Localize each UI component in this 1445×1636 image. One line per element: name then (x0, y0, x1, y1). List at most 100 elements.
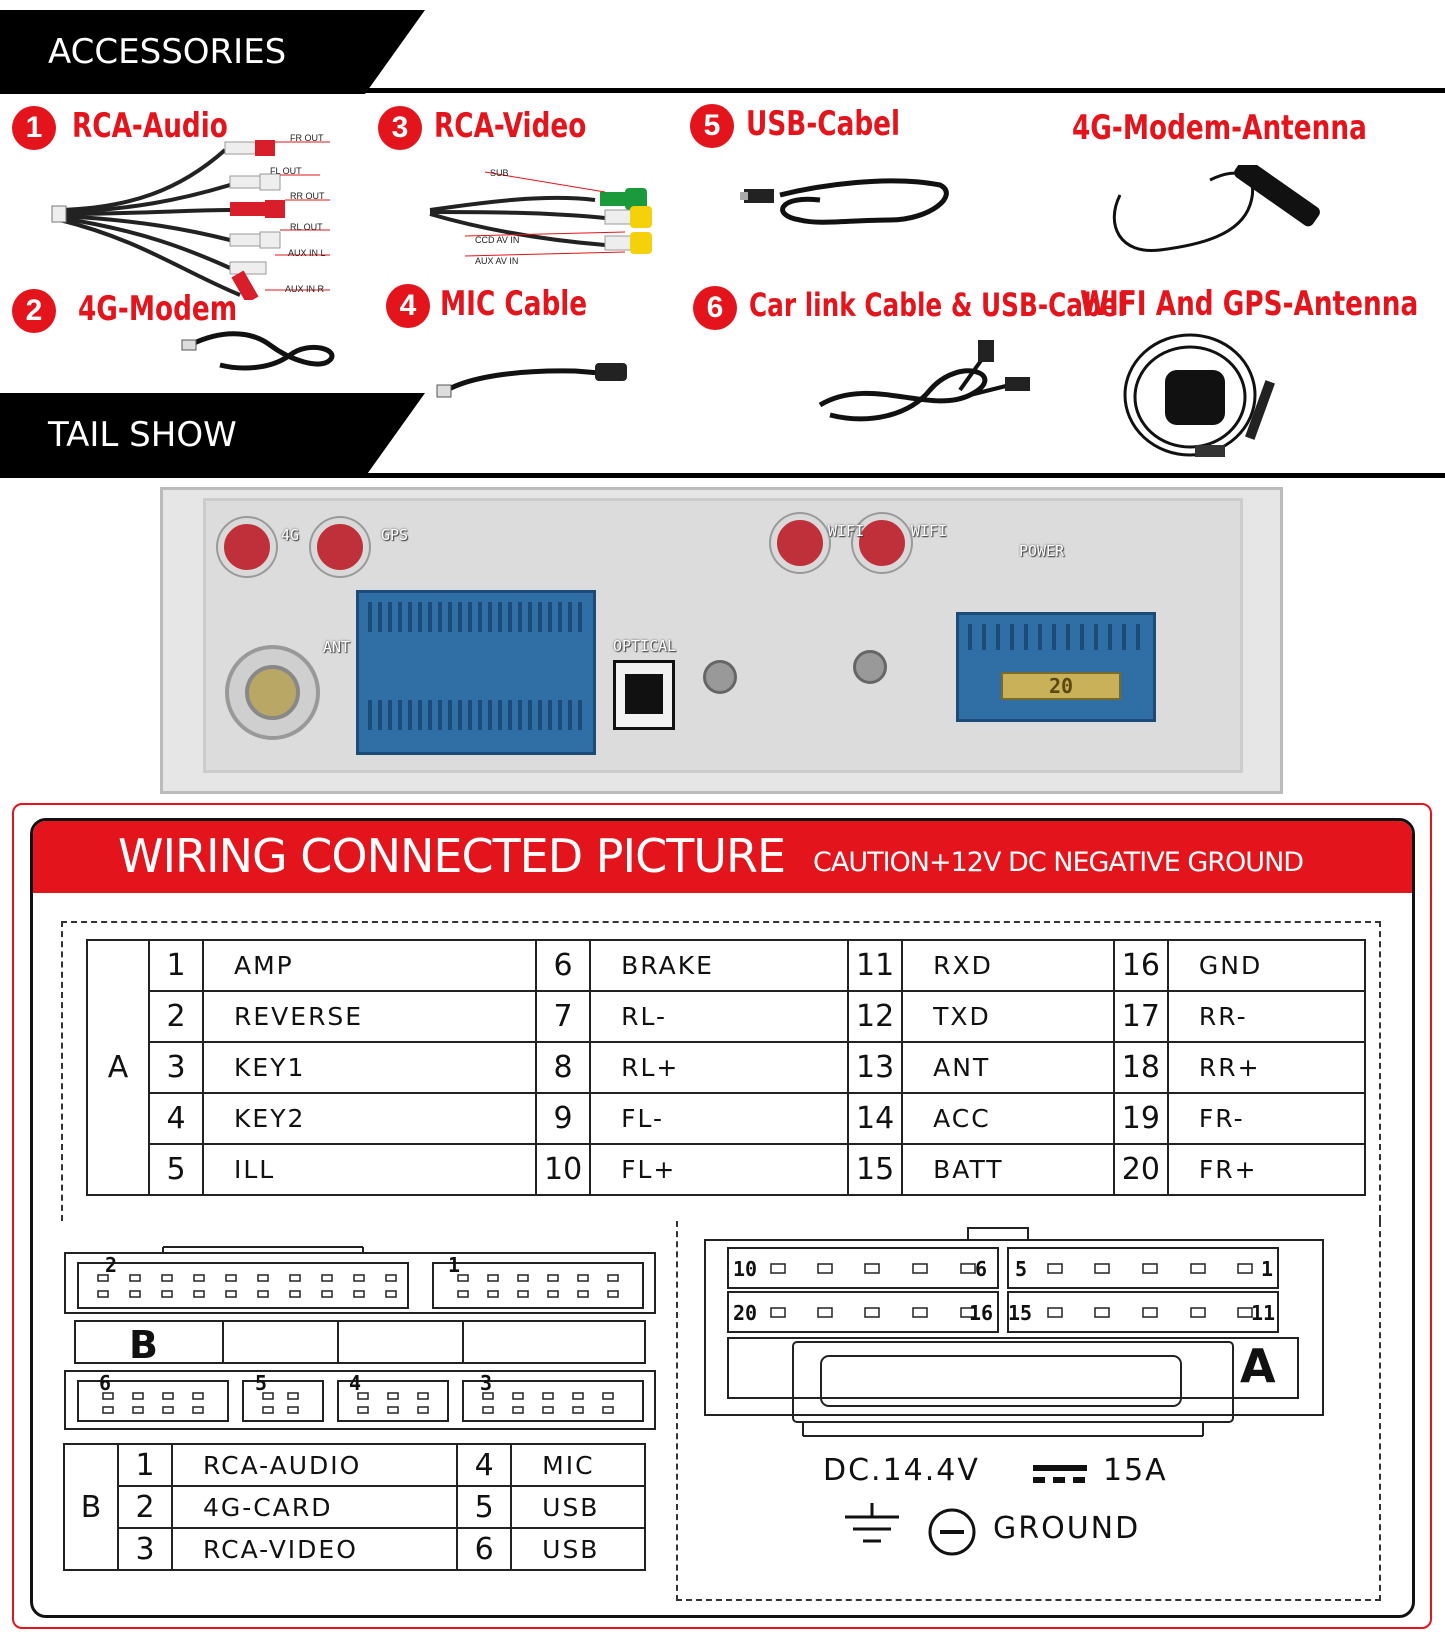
pin-number: 9 (535, 1092, 592, 1145)
port-number: 3 (480, 1371, 493, 1395)
pin-slot (193, 1290, 205, 1298)
pin-slot (225, 1274, 237, 1282)
dc-symbol-icon (1033, 1465, 1087, 1483)
pin-slot (417, 1392, 429, 1400)
pin-slot (542, 1406, 554, 1414)
pin-label: FR- (1166, 1092, 1367, 1145)
pin-number: 16 (1112, 939, 1169, 992)
rca-audio-tag: RR OUT (290, 191, 325, 201)
pin-label: RR+ (1166, 1041, 1367, 1094)
pin-slot (132, 1392, 144, 1400)
pin-slot (482, 1392, 494, 1400)
pin-slot (321, 1274, 333, 1282)
pin-slot (1190, 1263, 1206, 1274)
pin-slot (482, 1406, 494, 1414)
4g-antenna-image (1112, 165, 1320, 253)
pin-label: ACC (901, 1092, 1115, 1145)
port-number: 2 (105, 1253, 118, 1277)
pin-slot (192, 1406, 204, 1414)
pin-slot (487, 1290, 499, 1298)
accessory-title: USB-Cabel (746, 104, 901, 144)
pin-label: TXD (901, 990, 1115, 1043)
pin-slot (262, 1392, 274, 1400)
wifi-antenna-port (771, 514, 829, 572)
pin-slot (385, 1290, 397, 1298)
pin-label: FL- (589, 1092, 850, 1145)
usb-cable-image (740, 178, 949, 225)
pin-number: 1 (117, 1443, 173, 1487)
pin-slot (257, 1274, 269, 1282)
rca-audio-cable-image (51, 140, 330, 300)
tail-show-title: TAIL SHOW (48, 415, 237, 455)
accessory-title: 4G-Modem-Antenna (1072, 108, 1367, 148)
pin-number: 11 (1251, 1301, 1276, 1325)
pin-number: 3 (117, 1527, 173, 1571)
pin-slot (864, 1307, 880, 1318)
port-number: 4 (349, 1371, 362, 1395)
pin-slot (385, 1274, 397, 1282)
pin-slot (457, 1274, 469, 1282)
panel-label-4g: 4G (281, 526, 300, 544)
pin-slot (912, 1263, 928, 1274)
pin-slot (770, 1263, 786, 1274)
pin-slot (162, 1392, 174, 1400)
wiring-outer-frame (12, 803, 1432, 1629)
pin-slot (512, 1392, 524, 1400)
wiring-panel: WIRING CONNECTED PICTURE CAUTION+12V DC … (30, 818, 1415, 1618)
pin-slot (161, 1274, 173, 1282)
pin-slot (387, 1406, 399, 1414)
port-number: 6 (99, 1371, 112, 1395)
pin-slot (353, 1274, 365, 1282)
connector-a-region (676, 1221, 1381, 1601)
pin-number: 7 (535, 990, 592, 1043)
pin-slot (1047, 1263, 1063, 1274)
connector-b-letter: B (129, 1323, 158, 1367)
pin-number: 5 (456, 1485, 513, 1529)
pin-slot (161, 1290, 173, 1298)
pin-slot (129, 1290, 141, 1298)
pin-number: 10 (733, 1257, 758, 1281)
pin-label: KEY2 (201, 1092, 538, 1145)
wiring-title: WIRING CONNECTED PICTURE (118, 829, 786, 883)
rca-video-tag: SUB (490, 168, 509, 178)
pin-slot (387, 1392, 399, 1400)
pin-slot (132, 1406, 144, 1414)
4g-modem-cable-image (181, 331, 335, 371)
panel-label-wifi: WIFI (911, 522, 948, 540)
pin-number: 4 (148, 1092, 204, 1145)
pin-number: 19 (1112, 1092, 1169, 1145)
pin-slot (1237, 1307, 1253, 1318)
pin-number: 11 (847, 939, 904, 992)
pin-slot (487, 1274, 499, 1282)
pin-slot (287, 1392, 299, 1400)
pin-slot (912, 1307, 928, 1318)
pin-number: 3 (148, 1041, 204, 1094)
pin-slot (572, 1406, 584, 1414)
pin-slot (517, 1290, 529, 1298)
pin-slot (97, 1290, 109, 1298)
accessory-number: 2 (12, 289, 56, 333)
pin-slot (960, 1307, 976, 1318)
pin-slot (357, 1392, 369, 1400)
pin-slot (1237, 1263, 1253, 1274)
rca-audio-tag: FL OUT (270, 166, 302, 176)
accessory-number: 1 (12, 106, 56, 150)
rca-audio-tag: RL OUT (290, 222, 323, 232)
pin-label: KEY1 (201, 1041, 538, 1094)
pin-slot (864, 1263, 880, 1274)
pin-label: BRAKE (589, 939, 850, 992)
pin-slot (129, 1274, 141, 1282)
pin-number: 5 (148, 1143, 204, 1196)
pin-number: 15 (847, 1143, 904, 1196)
pin-label: GND (1166, 939, 1367, 992)
pin-slot (162, 1406, 174, 1414)
pin-number: 4 (456, 1443, 513, 1487)
pin-slot (417, 1406, 429, 1414)
pin-slot (321, 1290, 333, 1298)
pin-slot (193, 1274, 205, 1282)
negative-icon (928, 1508, 976, 1556)
pin-slot (289, 1274, 301, 1282)
pin-number: 20 (1112, 1143, 1169, 1196)
pin-label: RR- (1166, 990, 1367, 1043)
